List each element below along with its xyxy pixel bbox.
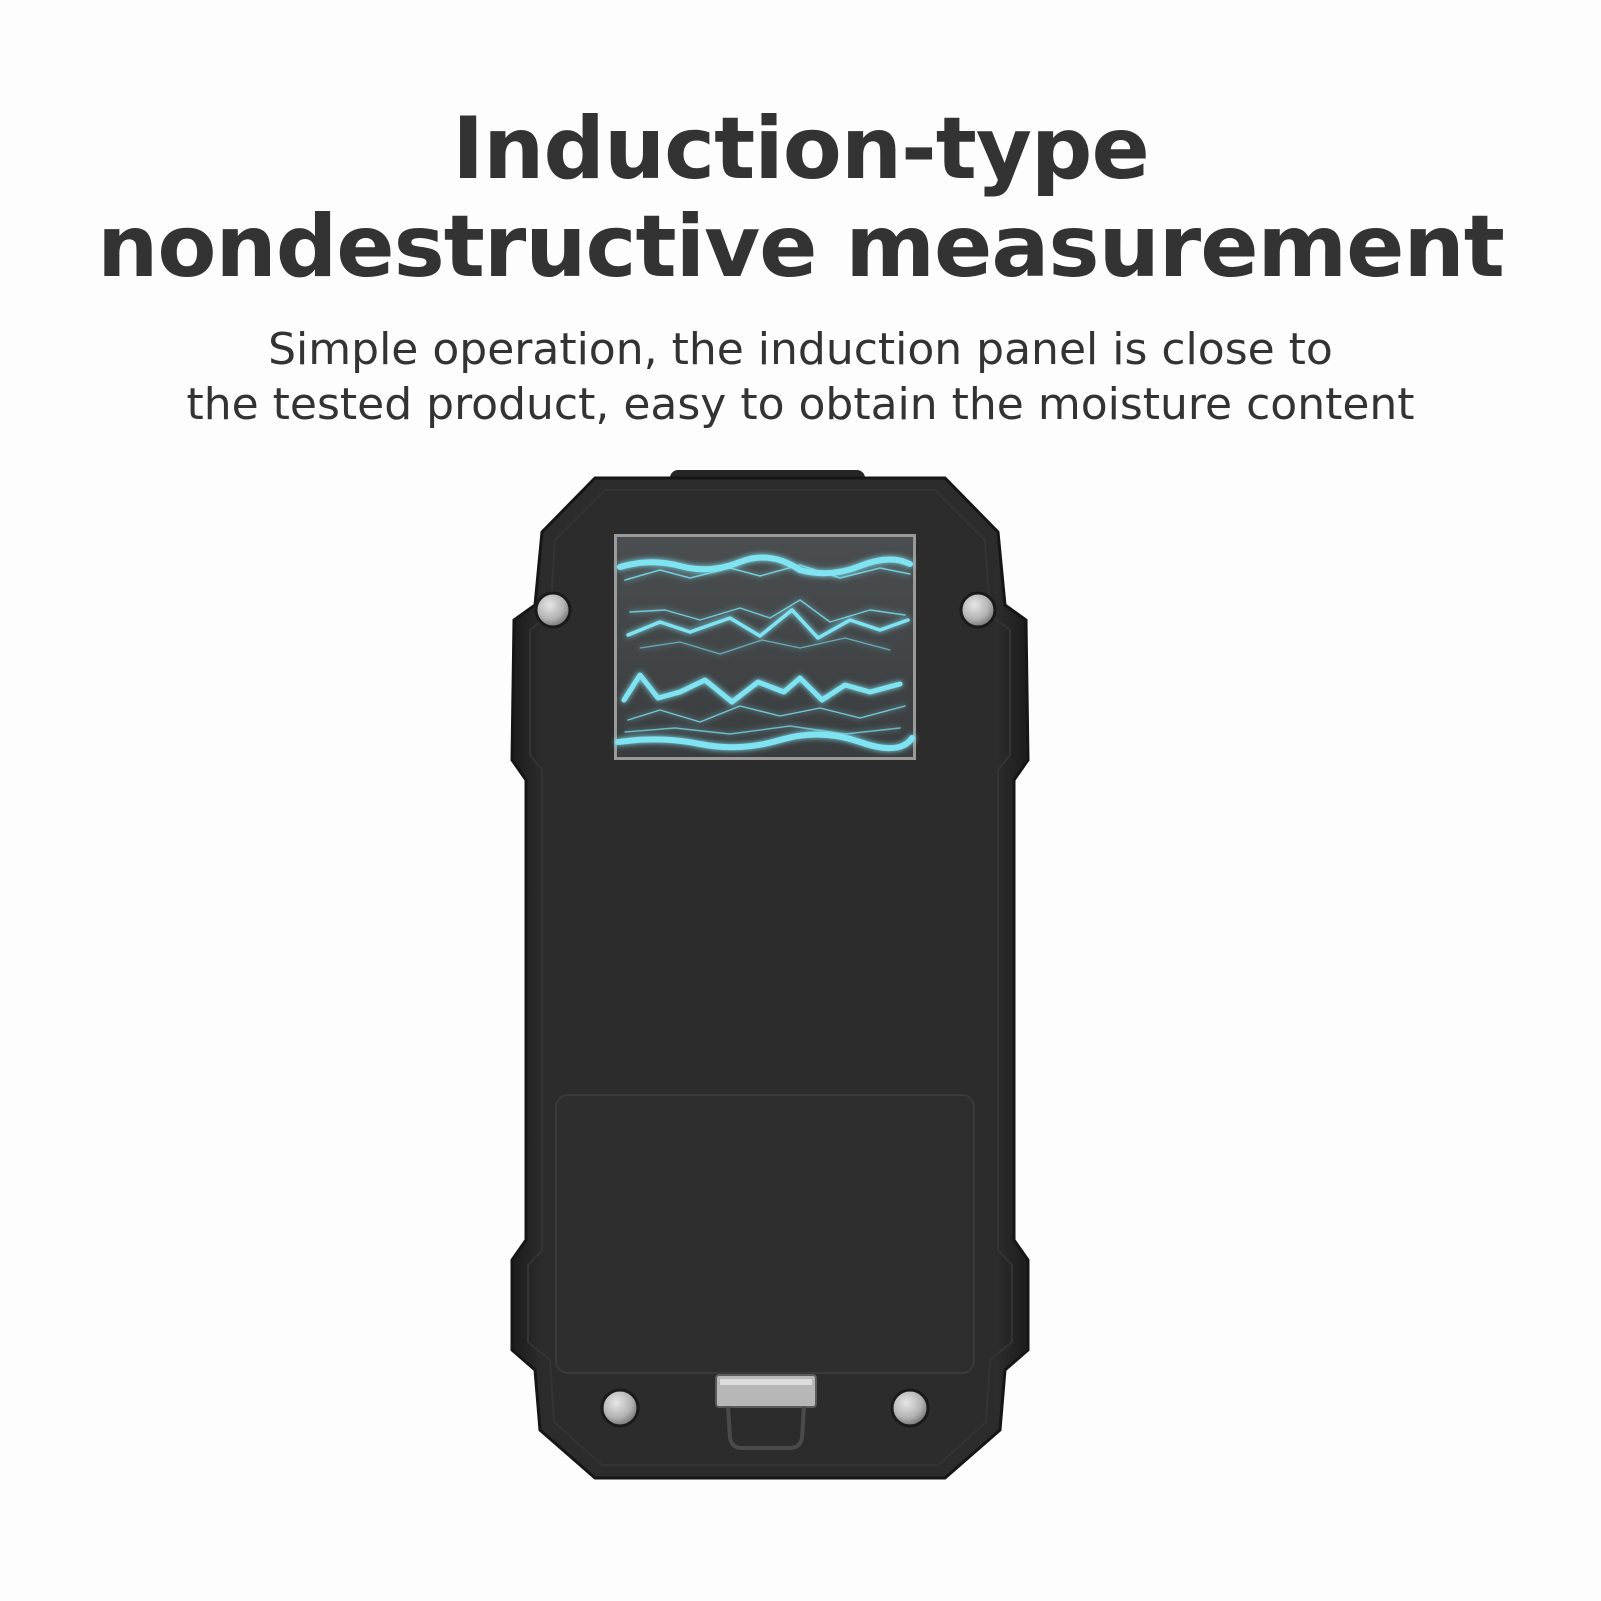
battery-latch xyxy=(715,1374,817,1450)
induction-panel xyxy=(614,534,916,760)
induction-wave-1 xyxy=(617,554,913,577)
screw-top-right-icon xyxy=(959,591,997,629)
subheadline: Simple operation, the induction panel is… xyxy=(0,322,1601,432)
subheadline-line-2: the tested product, easy to obtain the m… xyxy=(186,379,1415,430)
headline-line-1: Induction-type xyxy=(452,99,1150,199)
screw-bottom-left-icon xyxy=(600,1388,640,1428)
induction-wave-2 xyxy=(626,608,910,640)
screw-top-left-icon xyxy=(534,591,572,629)
headline: Induction-type nondestructive measuremen… xyxy=(0,100,1601,296)
headline-line-2: nondestructive measurement xyxy=(97,197,1505,297)
battery-cover xyxy=(555,1094,975,1374)
subheadline-line-1: Simple operation, the induction panel is… xyxy=(268,324,1333,375)
screw-bottom-right-icon xyxy=(890,1388,930,1428)
device-illustration xyxy=(510,470,1030,1480)
induction-wave-3 xyxy=(621,672,903,705)
device-bevel xyxy=(527,489,1013,1466)
induction-wave-4 xyxy=(615,731,915,751)
moisture-meter-device xyxy=(500,470,1040,1520)
